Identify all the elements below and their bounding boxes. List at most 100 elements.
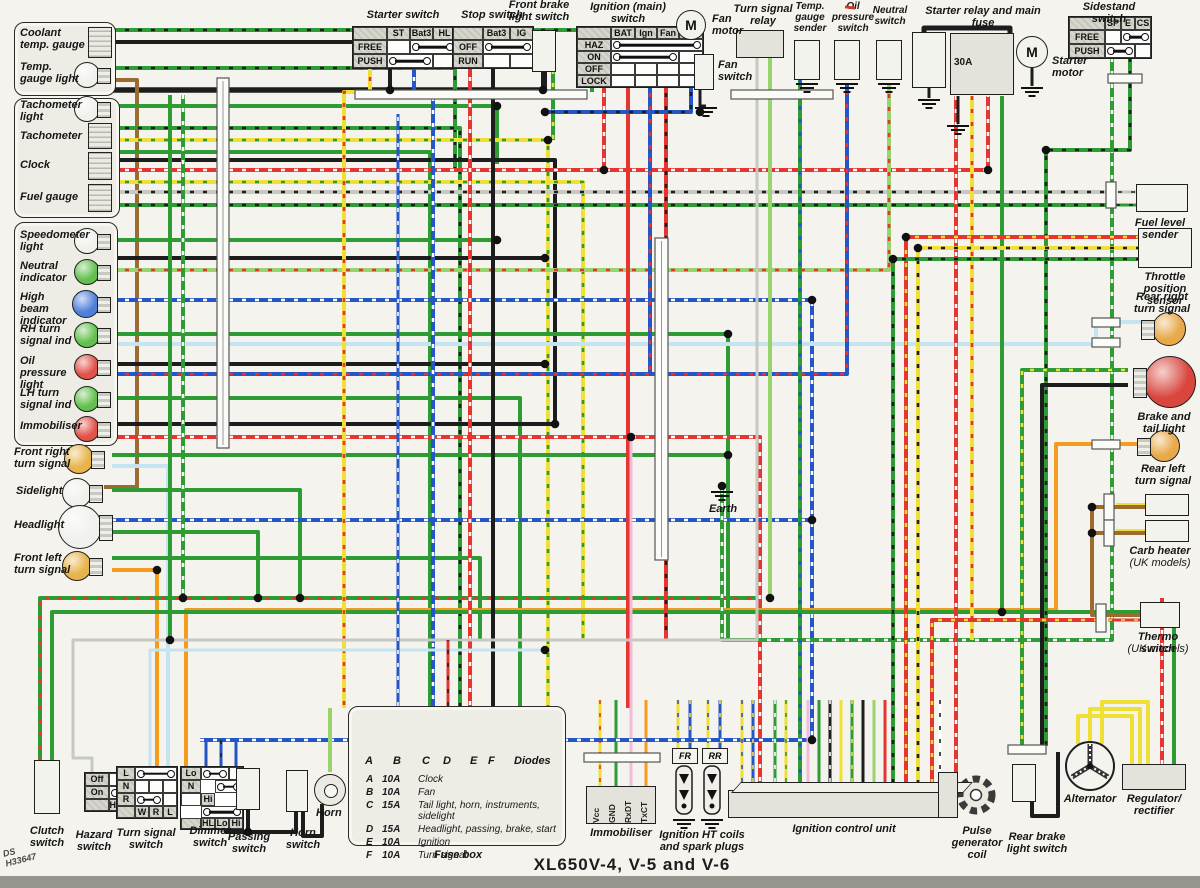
pin-vcc: Vcc: [591, 807, 601, 823]
switch-contact: [1121, 30, 1151, 44]
stop-switch-table: Bat3 IG OFF RUN: [452, 26, 534, 69]
headlight-label: Headlight: [14, 519, 65, 531]
horn-switch-icon: [286, 770, 308, 812]
row-r: R: [117, 793, 135, 806]
front-left-turn-label: Front left turn signal: [14, 552, 71, 576]
dimmer-switch-table: Lo N Hi HL Lo Hi: [180, 766, 244, 830]
front-brake-switch-icon: [532, 30, 556, 72]
row-push: PUSH: [1069, 44, 1105, 58]
immobiliser-unit: Vcc GND RxDT TxCT: [586, 786, 656, 824]
col-r: R: [149, 806, 163, 818]
clock-label: Clock: [20, 159, 50, 171]
switch-contact: [135, 793, 163, 806]
rear-left-turn-bulb-icon: [1137, 430, 1180, 462]
col-ign: Ign: [635, 27, 657, 39]
row-run: RUN: [453, 54, 483, 68]
row-on: ON: [577, 51, 611, 63]
tachometer-icon: [88, 123, 112, 149]
coil-rr: RR: [702, 748, 728, 764]
thermo-switch-label: Thermo switch: [1137, 631, 1179, 655]
row-free: FREE: [1069, 30, 1105, 44]
coolant-gauge-label: Coolant temp. gauge: [20, 27, 85, 51]
turn-signal-relay-icon: [736, 30, 784, 58]
col-hl: HL: [433, 27, 456, 40]
main-fuse-rating: 30A: [954, 57, 973, 68]
col-bat: BAT: [611, 27, 635, 39]
row-hi: Hi: [201, 793, 215, 806]
row-haz: HAZ: [577, 39, 611, 51]
row-l: L: [117, 767, 135, 780]
horn-icon: [314, 774, 346, 806]
stop-switch-label: Stop switch: [461, 9, 523, 21]
carb-heater-note: (UK models): [1129, 557, 1191, 569]
oil-pressure-light-label: Oil pressure light: [20, 355, 67, 391]
row-on: On: [85, 786, 109, 799]
switch-contact: [387, 54, 433, 68]
neutral-bulb-icon: [74, 259, 111, 285]
switch-contact: [611, 51, 679, 63]
sidelight-bulb-icon: [62, 478, 103, 508]
switch-contact: [1105, 44, 1135, 58]
row-lo: Lo: [181, 767, 201, 780]
high-beam-bulb-icon: [72, 290, 111, 318]
rear-right-turn-label: Rear right turn signal: [1133, 291, 1191, 315]
fan-motor-icon: M: [676, 10, 706, 40]
turn-signal-switch-label: Turn signal switch: [116, 827, 176, 851]
earth-label: Earth: [708, 503, 738, 515]
col-lo: Lo: [215, 818, 229, 829]
switch-contact: [201, 806, 243, 818]
pulse-generator-label: Pulse generator coil: [951, 825, 1003, 861]
immobiliser-unit-label: Immobiliser: [590, 827, 652, 839]
rear-left-turn-label: Rear left turn signal: [1134, 463, 1192, 487]
row-off: OFF: [453, 40, 483, 54]
switch-contact: [201, 767, 229, 780]
ignition-switch-label: Ignition (main) switch: [590, 1, 666, 25]
row-free: FREE: [353, 40, 387, 54]
immobiliser-bulb-icon: [74, 416, 111, 442]
sidestand-switch-label: Sidestand switch: [1082, 1, 1136, 25]
diodes-label: Diodes: [514, 755, 551, 767]
horn-switch-label: Horn switch: [285, 827, 321, 851]
fuse-box-label: Fuse box: [433, 849, 483, 861]
fuel-level-sender-icon: [1136, 184, 1188, 212]
pin-txct: TxCT: [639, 801, 649, 823]
lh-turn-bulb-icon: [74, 386, 111, 412]
ignition-control-unit-label: Ignition control unit: [792, 823, 896, 835]
ht-coils-label: Ignition HT coils and spark plugs: [659, 829, 745, 853]
speedometer-light-label: Speedometer light: [20, 229, 90, 253]
fuel-level-sender-label: Fuel level sender: [1134, 217, 1186, 241]
turn-signal-relay-label: Turn signal relay: [733, 3, 793, 27]
ignition-control-unit: [728, 790, 956, 818]
carb-heater-label: Carb heater: [1129, 545, 1191, 557]
temp-gauge-light-label: Temp. gauge light: [20, 61, 79, 85]
col-hi: Hi: [229, 818, 243, 829]
temp-gauge-bulb-icon: [74, 62, 111, 88]
hazard-switch-label: Hazard switch: [75, 829, 113, 853]
sidelight-label: Sidelight: [16, 485, 63, 497]
starter-switch-table: ST Bat3 HL FREE PUSH: [352, 26, 457, 69]
fuel-gauge-label: Fuel gauge: [20, 191, 79, 203]
fuse-f-label: F: [488, 755, 495, 767]
clock-icon: [88, 152, 112, 180]
starter-relay-icon: [950, 33, 1014, 95]
lh-turn-indicator-label: LH turn signal ind: [20, 387, 72, 411]
speedo-light-bulb-icon: [74, 228, 111, 254]
fan-switch-icon: [694, 54, 714, 90]
page-title: XL650V-4, V-5 and V-6: [533, 855, 731, 874]
starter-switch-label: Starter switch: [366, 9, 440, 21]
neutral-switch-icon: [876, 40, 902, 80]
row-n: N: [117, 780, 135, 793]
switch-contact: [483, 40, 533, 54]
fuse-c-label: C: [422, 755, 430, 767]
pin-rxdt: RxDT: [623, 800, 633, 823]
rear-brake-switch-label: Rear brake light switch: [1006, 831, 1068, 855]
high-beam-indicator-label: High beam indicator: [20, 291, 67, 327]
starter-motor-icon: M: [1016, 36, 1048, 68]
fuel-gauge-icon: [88, 184, 112, 212]
switch-contact: [410, 40, 456, 54]
thermo-switch-icon: [1140, 602, 1180, 628]
col-bat3: Bat3: [410, 27, 433, 40]
fan-switch-label: Fan switch: [718, 59, 753, 83]
carb-heater-icon-1: [1145, 494, 1189, 516]
